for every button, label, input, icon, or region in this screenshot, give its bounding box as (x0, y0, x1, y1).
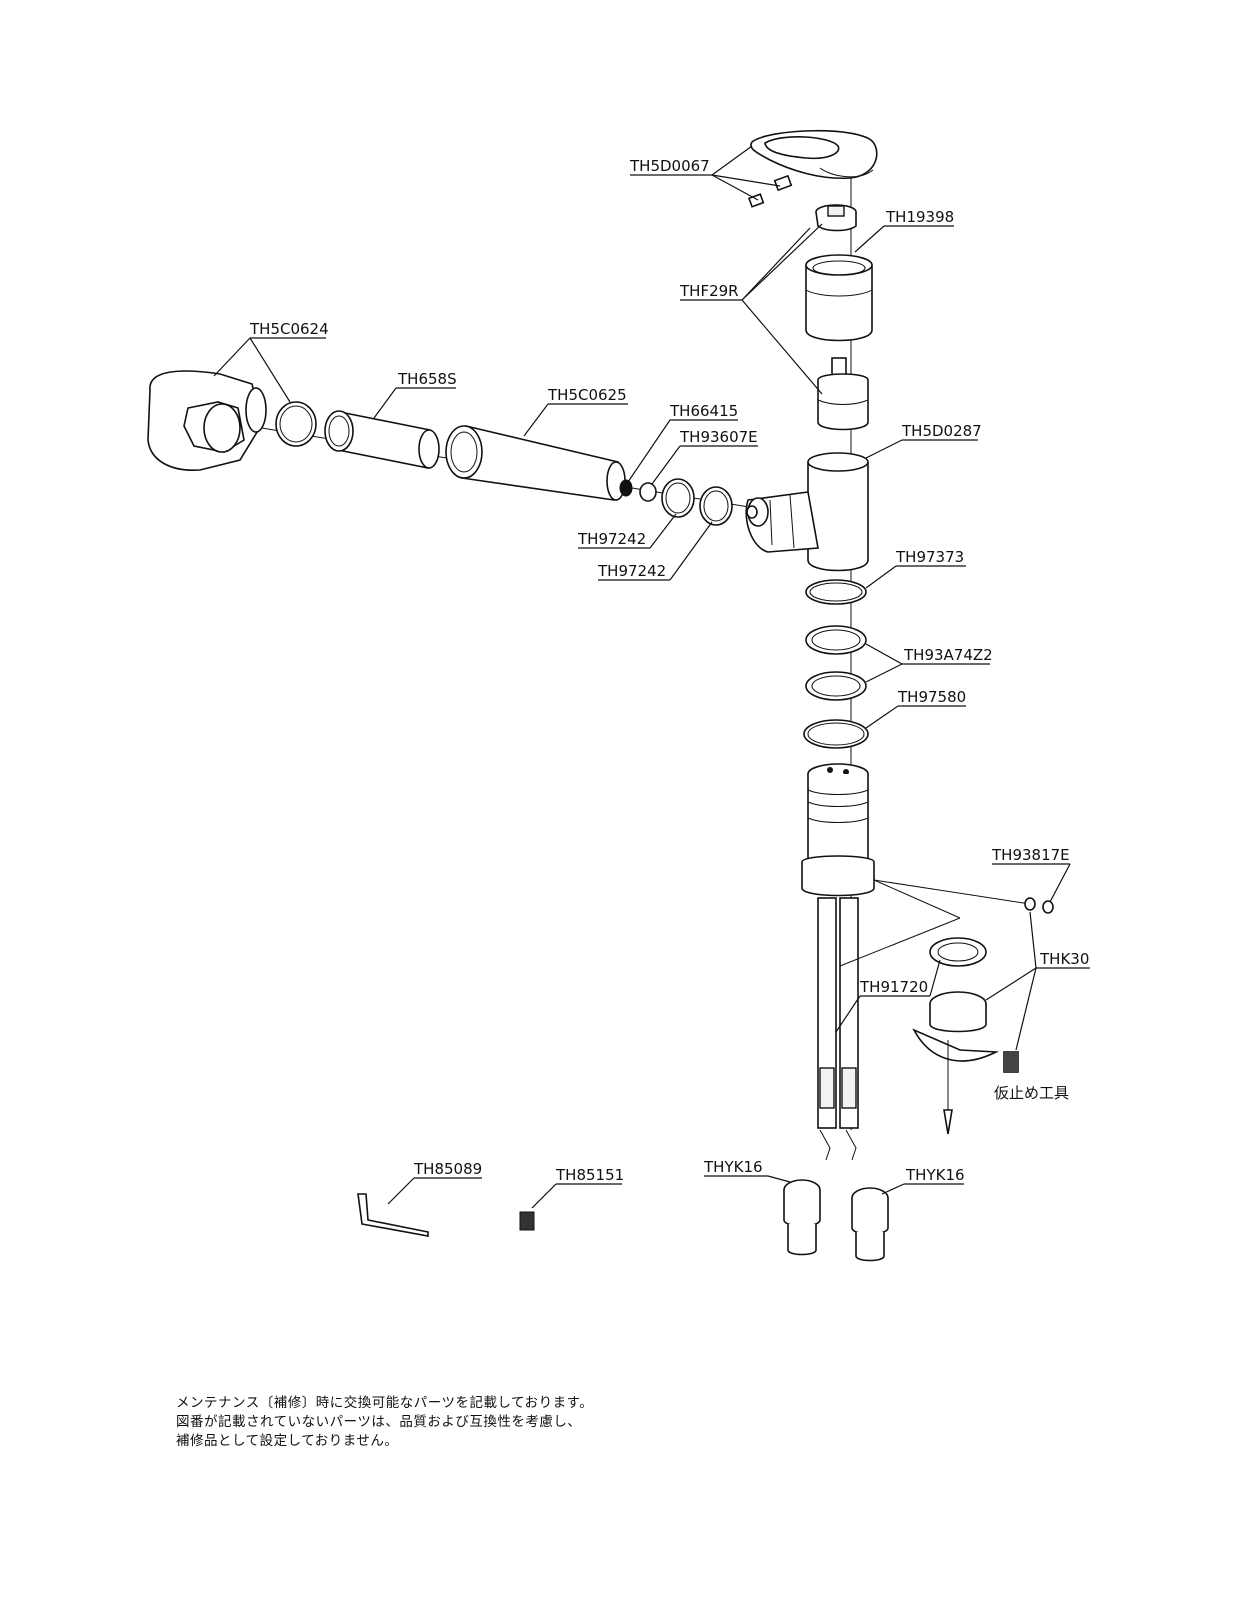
label-th97580: TH97580 (897, 688, 966, 706)
label-thk30: THK30 (1039, 950, 1089, 968)
label-th97242-a: TH97242 (577, 530, 646, 548)
label-thyk16-right: THYK16 (905, 1166, 965, 1184)
label-th5c0624: TH5C0624 (249, 320, 329, 338)
small-seal-black (619, 479, 633, 497)
o-ring-2 (699, 486, 733, 526)
inner-pipe (324, 410, 440, 469)
note-line-1: メンテナンス〔補修〕時に交換可能なパーツを記載しております。 (176, 1395, 594, 1411)
spout-head (147, 370, 267, 471)
label-th93a74z2: TH93A74Z2 (903, 646, 993, 664)
fixing-screw (873, 879, 1054, 914)
hex-key (357, 1193, 429, 1237)
ring-th91720 (929, 937, 987, 967)
washer (639, 482, 657, 502)
label-th85151: TH85151 (555, 1166, 624, 1184)
label-th5d0287: TH5D0287 (901, 422, 982, 440)
label-th658s: TH658S (397, 370, 457, 388)
label-th93607e: TH93607E (679, 428, 758, 446)
cover-sleeve (805, 254, 873, 342)
temporary-fixing-tool (1003, 1051, 1019, 1073)
ring-th97373 (805, 579, 867, 605)
ring-th97580 (803, 719, 869, 749)
label-th97242-b: TH97242 (597, 562, 666, 580)
outer-tube (445, 425, 626, 501)
o-ring-spout (275, 401, 317, 447)
faucet-body (745, 452, 869, 572)
maintenance-note: メンテナンス〔補修〕時に交換可能なパーツを記載しております。 図番が記載されてい… (176, 1394, 736, 1451)
label-th93817e: TH93817E (991, 846, 1070, 864)
label-th19398: TH19398 (885, 208, 954, 226)
leader-lines (213, 145, 1090, 1209)
mounting-kit (912, 991, 1000, 1135)
label-th66415: TH66415 (669, 402, 738, 420)
o-ring-1 (661, 478, 695, 518)
ring-th93a74z2-1 (805, 625, 867, 655)
cartridge-cap (815, 204, 857, 232)
label-th91720: TH91720 (859, 978, 928, 996)
label-th5d0067: TH5D0067 (629, 157, 710, 175)
fitting-left (783, 1179, 821, 1256)
ring-th93a74z2-2 (805, 671, 867, 701)
label-th85089: TH85089 (413, 1160, 482, 1178)
lower-body (801, 763, 875, 897)
label-thf29r: THF29R (679, 282, 739, 300)
note-line-2: 図番が記載されていないパーツは、品質および互換性を考慮し、 (176, 1414, 582, 1430)
cartridge (817, 357, 869, 431)
label-th97373: TH97373 (895, 548, 964, 566)
label-th5c0625: TH5C0625 (547, 386, 627, 404)
fitting-right (851, 1187, 889, 1262)
small-nut-tool (519, 1211, 535, 1231)
lever-handle (750, 129, 878, 180)
label-thyk16-left: THYK16 (703, 1158, 763, 1176)
label-temp-tool: 仮止め工具 (994, 1084, 1069, 1102)
note-line-3: 補修品として設定しておりません。 (176, 1433, 399, 1449)
handle-screw (747, 174, 793, 208)
